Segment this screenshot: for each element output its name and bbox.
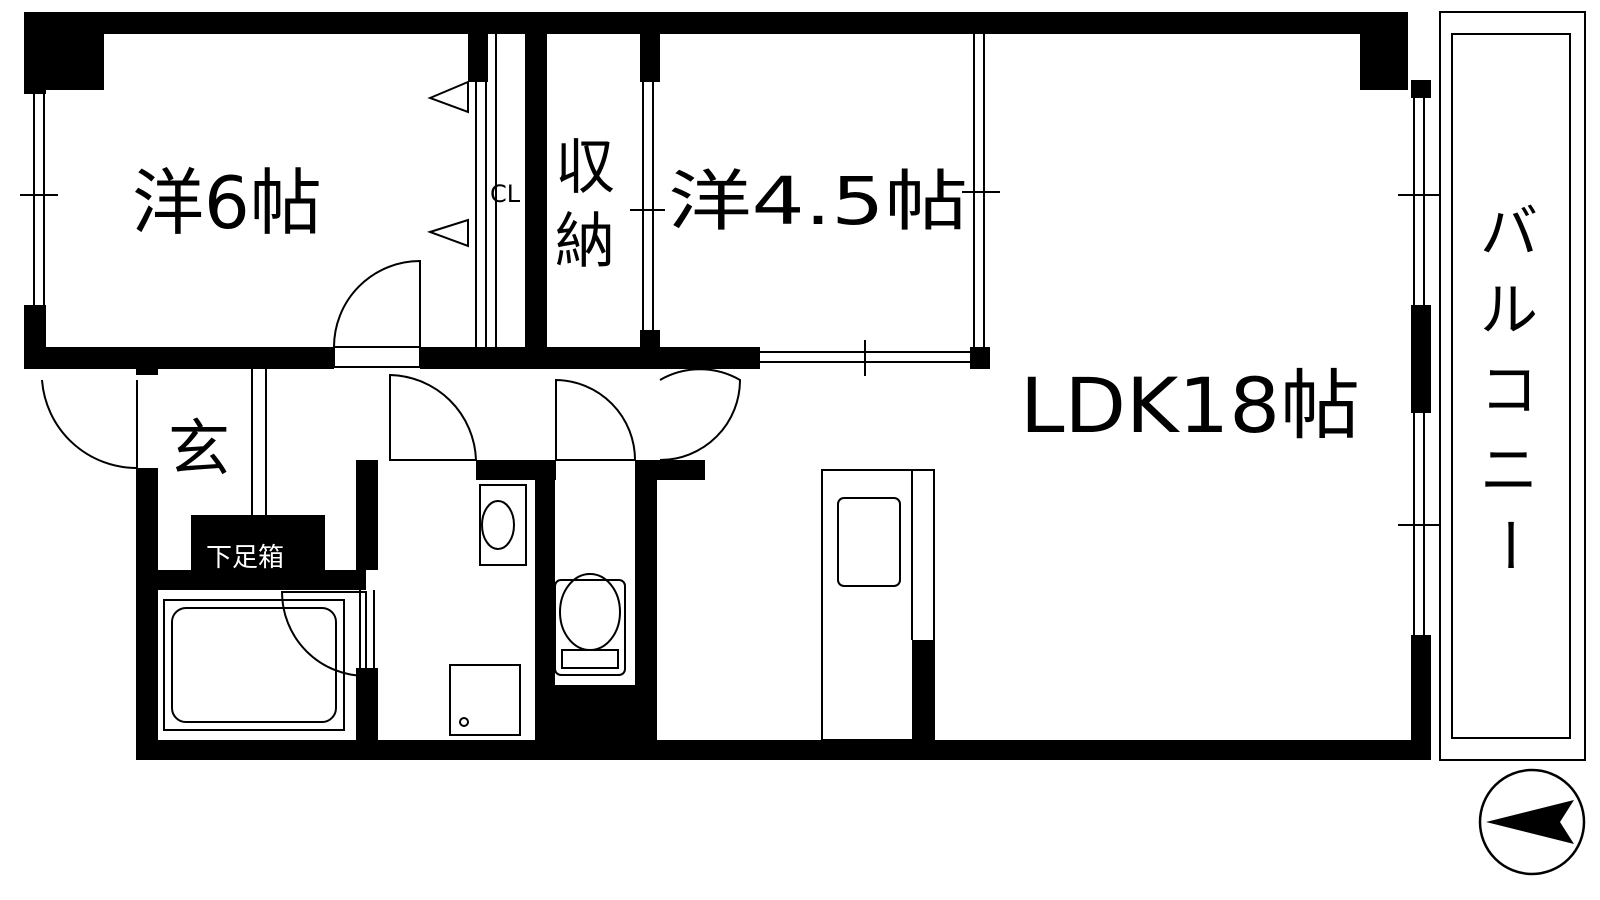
room-label-closet: CL [490,180,521,208]
compass-north-arrow-icon [1478,768,1586,876]
washing-machine-pan-icon [449,664,521,736]
shoe-box-label: 下足箱 [206,543,284,573]
svg-text:ル: ル [1480,276,1538,344]
washbasin-icon [479,484,527,566]
svg-text:ニ: ニ [1480,436,1538,504]
balcony-label: バ ル コ ニ ー [1475,198,1543,574]
svg-text:バ: バ [1480,198,1538,266]
fixtures [163,484,901,736]
room-label-storage-2: 納 [555,207,615,277]
room-label-western-4-5: 洋4.5帖 [668,163,968,240]
bathtub-icon [163,599,345,731]
room-label-western-6: 洋6帖 [132,161,322,245]
walls [24,12,1431,760]
room-label-entrance: 玄 [168,412,230,485]
toilet-icon [554,573,626,676]
doors [41,80,742,678]
svg-text:ー: ー [1475,516,1543,574]
room-label-storage-1: 収 [555,133,615,203]
room-label-ldk: LDK18帖 [1020,361,1360,450]
window-frames [20,11,1586,761]
kitchen-sink-icon [837,497,901,587]
svg-text:コ: コ [1480,356,1538,424]
